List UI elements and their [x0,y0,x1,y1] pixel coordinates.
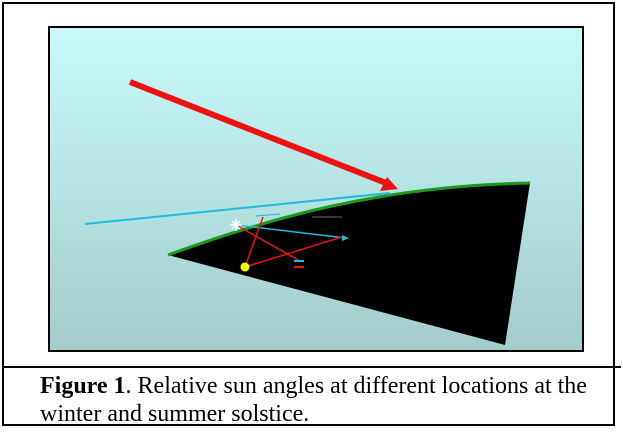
figure-caption: Figure 1. Relative sun angles at differe… [40,372,600,428]
caption-divider [2,366,621,368]
low-angle-sun-ray [84,192,391,225]
red-construction-line-a [244,236,343,268]
cyan-construction-arrowhead [342,235,349,241]
earth-surface-arc [167,181,531,257]
diagram-panel [48,26,584,352]
caption-label: Figure 1 [40,373,126,399]
diagram-svg [50,28,582,350]
location-marker-star [230,219,242,231]
cyan-tick-line [255,213,281,217]
red-construction-line-b [244,216,264,268]
cyan-construction-line [235,224,347,239]
direct-sun-ray-arrowhead [380,177,398,191]
earth-wedge [168,183,530,345]
caption-text: . Relative sun angles at different locat… [40,373,587,427]
direct-sun-ray [128,79,388,186]
location-marker-dot [240,262,250,272]
red-construction-line-c [235,224,301,262]
